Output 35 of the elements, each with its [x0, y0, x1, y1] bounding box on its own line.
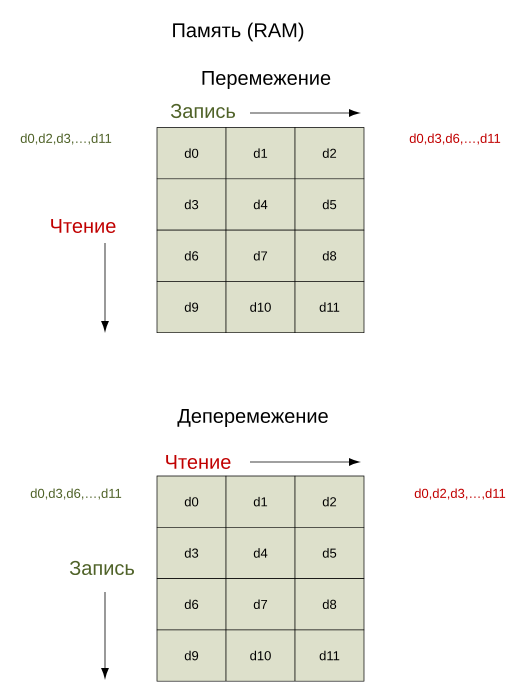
table-cell: d9	[156, 630, 226, 682]
sequence-label: d0,d2,d3,…,d11	[20, 133, 112, 145]
table-cell: d6	[156, 578, 226, 630]
table-cell: d3	[156, 178, 226, 230]
direction-label: Запись	[70, 560, 134, 576]
direction-label: Чтение	[166, 455, 230, 469]
direction-label: Запись	[170, 104, 235, 118]
table-cell: d7	[226, 578, 296, 630]
table-cell: d1	[226, 476, 296, 528]
sequence-label: d0,d3,d6,…,d11	[410, 133, 500, 145]
table-cell: d2	[294, 476, 364, 528]
table-cell: d4	[226, 178, 296, 230]
sequence-label: d0,d3,d6,…,d11	[30, 488, 122, 500]
table-cell: d10	[226, 281, 296, 334]
table-cell: d10	[226, 630, 296, 682]
table-cell: d0	[156, 127, 226, 180]
table-cell: d6	[156, 230, 226, 282]
section-title: Перемежение	[202, 71, 330, 89]
sequence-label: d0,d2,d3,…,d11	[414, 488, 506, 500]
table-cell: d8	[294, 230, 364, 282]
table-cell: d5	[294, 178, 364, 230]
table-cell: d4	[226, 526, 296, 579]
direction-label: Чтение	[51, 219, 116, 233]
table-cell: d0	[156, 476, 226, 528]
section-title: Деперемежение	[177, 409, 328, 427]
table-cell: d3	[156, 526, 226, 579]
table-cell: d11	[294, 630, 364, 682]
table-cell: d11	[294, 281, 364, 334]
table-cell: d5	[294, 526, 364, 579]
table-cell: d8	[294, 578, 364, 630]
table-cell: d9	[156, 281, 226, 334]
table-cell: d2	[294, 127, 364, 180]
diagram-title: Память (RAM)	[173, 22, 304, 42]
table-cell: d1	[226, 127, 296, 180]
table-cell: d7	[226, 230, 296, 282]
